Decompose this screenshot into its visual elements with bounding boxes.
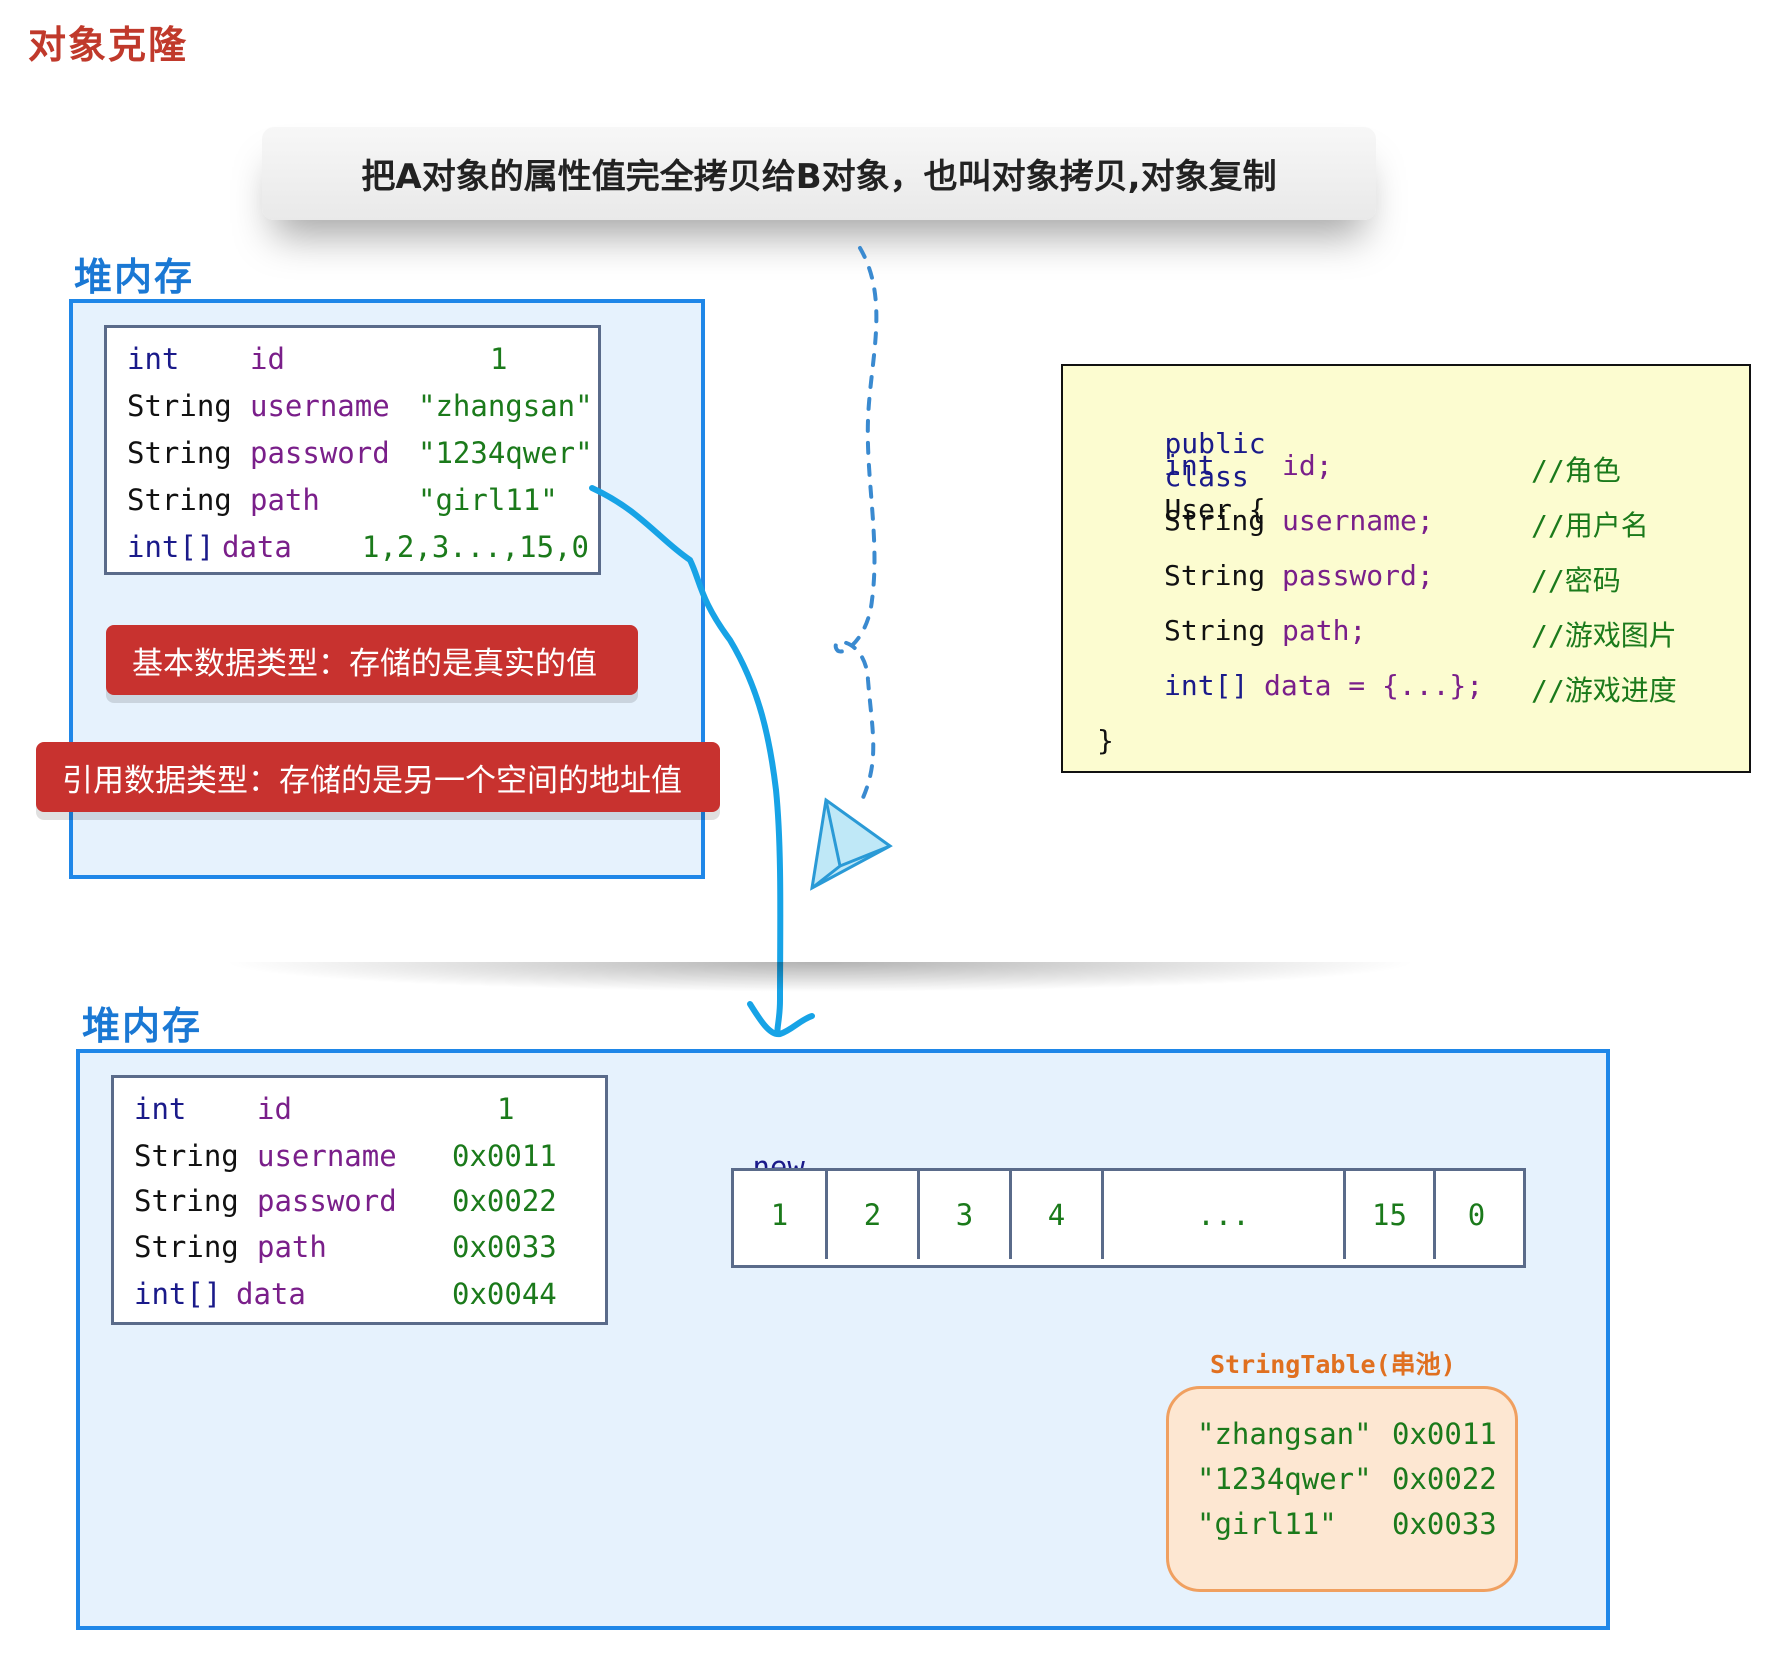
field-value: 0x0022: [452, 1184, 557, 1218]
code-field-type: int[]: [1164, 669, 1249, 702]
code-field-type: String: [1164, 504, 1266, 537]
paper-plane-icon: [810, 797, 893, 891]
field-name: username: [257, 1139, 397, 1173]
field-type: String: [127, 483, 232, 517]
field-name: data: [236, 1277, 306, 1311]
field-name: id: [250, 342, 285, 376]
array-cell: 2: [828, 1171, 920, 1259]
array-cell: 0: [1467, 1198, 1486, 1232]
array-cell: 4: [1012, 1171, 1104, 1259]
field-value: 0x0044: [452, 1277, 557, 1311]
code-field-type: int: [1164, 449, 1215, 482]
field-type: String: [134, 1230, 239, 1264]
field-name: password: [257, 1184, 397, 1218]
field-value: "1234qwer": [418, 436, 593, 470]
array-cell: 1: [734, 1171, 828, 1259]
code-comment: //角色: [1531, 454, 1621, 487]
field-name: path: [250, 483, 320, 517]
field-value: "girl11": [418, 483, 558, 517]
field-value: 0x0011: [452, 1139, 557, 1173]
code-field-name: username;: [1282, 504, 1434, 537]
code-field-name: data = {...};: [1264, 669, 1484, 702]
string-literal: "1234qwer": [1197, 1462, 1372, 1496]
code-comment: //密码: [1531, 564, 1621, 597]
clone-arrow-line: [589, 485, 784, 1037]
string-literal: "girl11": [1197, 1507, 1337, 1541]
object-a-fields: int id 1 String username "zhangsan" Stri…: [104, 325, 601, 575]
heap-label-bottom: 堆内存: [82, 1004, 203, 1048]
code-comment: //用户名: [1531, 509, 1649, 542]
primitive-type-tag: 基本数据类型：存储的是真实的值: [106, 625, 638, 695]
string-table: "zhangsan" 0x0011 "1234qwer" 0x0022 "gir…: [1166, 1386, 1518, 1592]
code-comment: //游戏进度: [1531, 674, 1677, 707]
field-type: int[]: [134, 1277, 222, 1311]
field-name: password: [250, 436, 390, 470]
code-close-brace: }: [1097, 724, 1114, 757]
field-type: String: [127, 389, 232, 423]
section-divider: [220, 962, 1420, 992]
string-table-title: StringTable(串池): [1210, 1350, 1456, 1379]
field-type: String: [134, 1184, 239, 1218]
reference-type-text: 引用数据类型：存储的是另一个空间的地址值: [62, 762, 682, 799]
code-field-name: path;: [1282, 614, 1367, 647]
definition-text: 把A对象的属性值完全拷贝给B对象，也叫对象拷贝,对象复制: [361, 157, 1277, 197]
field-type: String: [127, 436, 232, 470]
code-field-type: String: [1164, 614, 1266, 647]
field-type: int[]: [127, 530, 215, 564]
page-title: 对象克隆: [28, 23, 189, 67]
field-name: username: [250, 389, 390, 423]
clone-arrow-head: [747, 1001, 815, 1038]
field-value: 1: [490, 342, 508, 376]
field-name: id: [257, 1092, 292, 1126]
code-keyword: class: [1164, 460, 1249, 493]
code-field-name: id;: [1282, 449, 1333, 482]
field-type: int: [134, 1092, 187, 1126]
array-cell: ...: [1104, 1171, 1346, 1259]
code-field-type: String: [1164, 559, 1266, 592]
definition-banner: 把A对象的属性值完全拷贝给B对象，也叫对象拷贝,对象复制: [262, 127, 1376, 220]
int-array: 1 2 3 4 ... 15 0: [731, 1168, 1526, 1268]
field-name: path: [257, 1230, 327, 1264]
code-comment: //游戏图片: [1531, 619, 1677, 652]
string-address: 0x0033: [1392, 1507, 1497, 1541]
string-address: 0x0011: [1392, 1417, 1497, 1451]
field-value: "zhangsan": [418, 389, 593, 423]
field-value: 0x0033: [452, 1230, 557, 1264]
field-value: 1: [497, 1092, 515, 1126]
dashed-flight-path: [833, 246, 879, 802]
object-b-fields: int id 1 String username 0x0011 String p…: [111, 1075, 608, 1325]
primitive-type-text: 基本数据类型：存储的是真实的值: [132, 645, 597, 682]
field-value: 1,2,3...,15,0: [362, 530, 589, 564]
string-literal: "zhangsan": [1197, 1417, 1372, 1451]
field-name: data: [222, 530, 292, 564]
array-cell: 15: [1346, 1171, 1436, 1259]
field-type: int: [127, 342, 180, 376]
heap-label-top: 堆内存: [74, 255, 195, 299]
code-class-name: User {: [1164, 493, 1266, 526]
array-cell: 3: [920, 1171, 1012, 1259]
string-address: 0x0022: [1392, 1462, 1497, 1496]
code-keyword: public: [1164, 427, 1266, 460]
user-class-code: public class User { int id; //角色 String …: [1061, 364, 1751, 773]
reference-type-tag: 引用数据类型：存储的是另一个空间的地址值: [36, 742, 720, 812]
field-type: String: [134, 1139, 239, 1173]
code-field-name: password;: [1282, 559, 1434, 592]
